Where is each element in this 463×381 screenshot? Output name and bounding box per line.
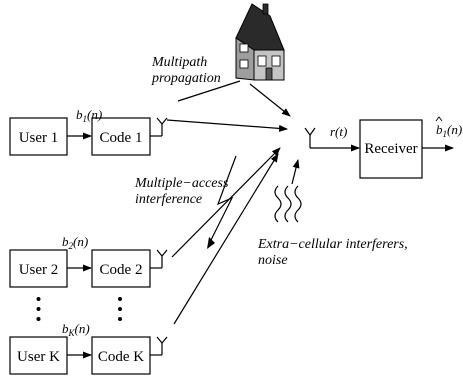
userk-label: User K: [17, 349, 60, 365]
antenna-icon: [156, 336, 168, 355]
noise-squiggle-icon: [274, 185, 302, 223]
codek-block: [91, 336, 151, 375]
user1-label: User 1: [19, 130, 59, 146]
multipath-label-line2: propagation: [151, 71, 221, 86]
signal-bhat: b1(n): [435, 116, 462, 139]
user2-path-arrow: [171, 147, 281, 258]
receiver-label: Receiver: [364, 141, 417, 157]
house-reflection-arrow: [249, 83, 291, 117]
user2-label: User 2: [19, 262, 59, 278]
receiver-block: [359, 119, 423, 179]
code1-label: Code 1: [100, 130, 143, 146]
mai-label-line1: Multiple−access: [134, 176, 229, 191]
signal-b1: b1(n): [76, 107, 102, 124]
direct-path-arrow: [166, 119, 288, 132]
codek-label: Code K: [98, 349, 144, 365]
antenna-icon: [304, 127, 316, 148]
noise-arrow: [291, 159, 300, 185]
code2-label: Code 2: [100, 262, 143, 278]
signal-bk: bK(n): [62, 321, 90, 338]
lightning-arrow-icon: [207, 155, 237, 247]
signal-rt: r(t): [330, 124, 347, 139]
userk-block: [9, 336, 68, 375]
house-icon: [235, 3, 285, 81]
svg-text:b1(n): b1(n): [436, 122, 462, 139]
ellipsis-dots: [36, 297, 122, 321]
signal-b2: b2(n): [62, 234, 88, 251]
userk-path-arrow: [173, 153, 279, 325]
multipath-to-house-line: [177, 80, 241, 102]
extracellular-label-line1: Extra−cellular interferers,: [257, 237, 408, 252]
extracellular-label-line2: noise: [258, 253, 288, 268]
code2-block: [91, 249, 151, 288]
multipath-label-line1: Multipath: [151, 55, 207, 70]
antenna-icon: [156, 249, 168, 268]
mai-label-line2: interference: [135, 192, 202, 207]
antenna-icon: [156, 117, 168, 136]
